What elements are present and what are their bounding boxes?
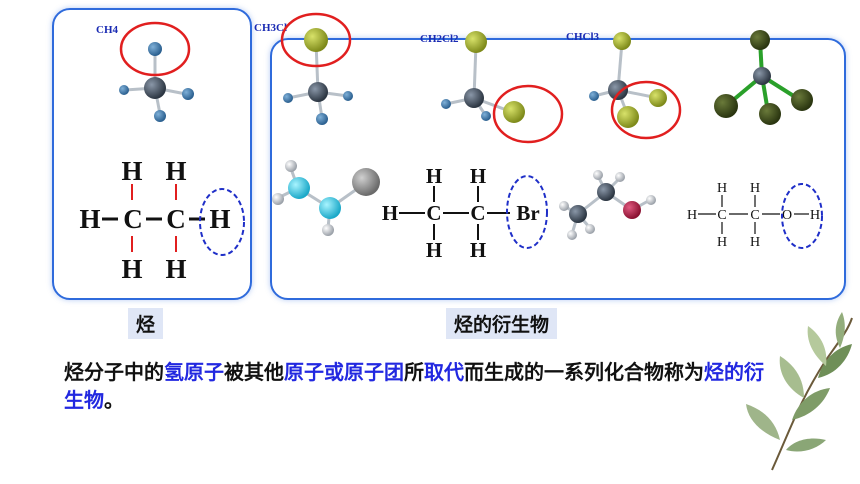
svg-text:H: H (79, 204, 100, 234)
derivative-tag: 烃的衍生物 (446, 308, 558, 339)
ethanol-structure: H H H C C O H H H (687, 181, 820, 250)
svg-text:C: C (166, 204, 186, 234)
red-highlight-ch3cl (280, 12, 352, 68)
svg-text:H: H (121, 156, 142, 186)
svg-text:H: H (165, 254, 186, 284)
alkane-box (52, 8, 252, 300)
ethane-structure: H H H C C H H H (79, 156, 230, 284)
svg-text:H: H (165, 156, 186, 186)
svg-text:H: H (426, 238, 442, 262)
svg-text:O: O (782, 208, 792, 223)
svg-text:C: C (123, 204, 143, 234)
svg-text:C: C (750, 208, 759, 223)
derivative-box (270, 38, 846, 300)
svg-text:H: H (382, 201, 398, 225)
svg-text:C: C (717, 208, 726, 223)
ch2cl2-formula: CH2Cl2 (420, 33, 459, 45)
ch4-formula: CH4 (96, 24, 118, 36)
ch3cl-formula: CH3Cl (254, 22, 287, 34)
svg-text:H: H (470, 164, 486, 188)
red-highlight-ch2cl2 (492, 84, 564, 144)
svg-text:C: C (426, 201, 441, 225)
svg-text:H: H (810, 208, 820, 223)
svg-text:H: H (717, 235, 727, 250)
svg-text:H: H (470, 238, 486, 262)
svg-text:H: H (750, 235, 760, 250)
dashed-highlight-oh (781, 183, 823, 249)
leaf-branch-decoration (746, 312, 853, 471)
red-highlight-ch4 (119, 21, 191, 77)
svg-text:H: H (426, 164, 442, 188)
svg-text:H: H (687, 208, 697, 223)
svg-text:H: H (717, 181, 727, 196)
chcl3-formula: CHCl3 (566, 31, 599, 43)
red-highlight-chcl3 (610, 80, 682, 140)
definition-text: 烃分子中的氢原子被其他原子或原子团所取代而生成的一系列化合物称为烃的衍生物。 (64, 360, 764, 412)
dashed-highlight-ethane-h (199, 188, 245, 256)
highlight-hydrogen-atom: 氢原子 (164, 360, 224, 384)
highlight-substitution: 取代 (424, 360, 464, 384)
svg-text:H: H (121, 254, 142, 284)
ch4-h-top (148, 42, 162, 56)
highlight-hydrocarbon-derivative: 烃的衍生物 (64, 360, 764, 412)
svg-text:H: H (750, 181, 760, 196)
svg-text:Br: Br (516, 201, 539, 225)
svg-text:C: C (470, 201, 485, 225)
bromoethane-structure: H H H C C Br H H (382, 164, 540, 262)
svg-text:H: H (209, 204, 230, 234)
dashed-highlight-br (506, 175, 548, 249)
alkane-tag: 烃 (128, 308, 164, 339)
highlight-atom-or-group: 原子或原子团 (284, 360, 404, 384)
